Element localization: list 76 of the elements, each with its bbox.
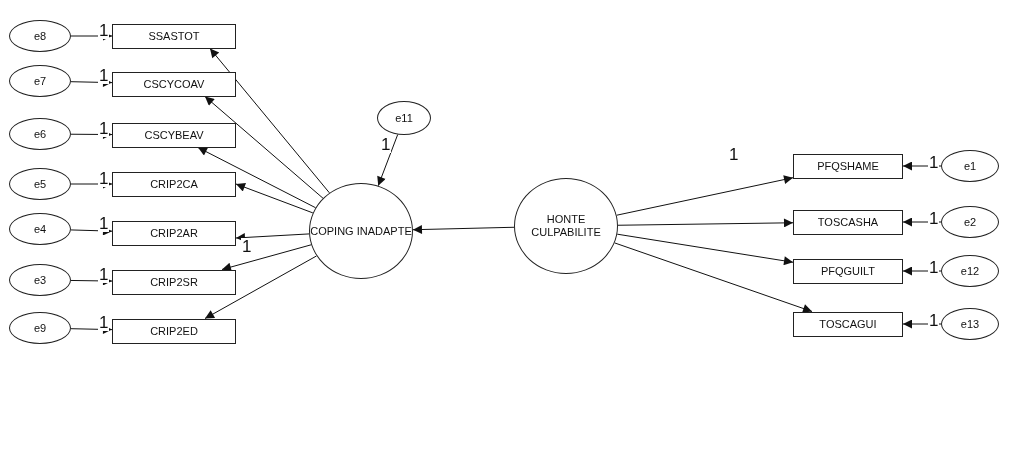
variable-box — [112, 71, 236, 97]
node-label: e9 — [33, 321, 47, 335]
variable-box — [112, 171, 236, 197]
arrow — [204, 96, 324, 199]
variable-box — [112, 318, 236, 344]
node-label: e7 — [33, 74, 47, 88]
arrow — [197, 147, 317, 209]
edge-label: 1 — [380, 136, 392, 153]
edge-label: 1 — [928, 210, 940, 227]
ellipse-node — [941, 206, 999, 238]
node-label: CSCYBEAV — [144, 128, 204, 142]
ellipse-node — [941, 150, 999, 182]
edge-label: 1 — [98, 170, 110, 187]
node-label: e4 — [33, 222, 47, 236]
ellipse-node — [377, 101, 431, 135]
ellipse-node — [9, 312, 71, 344]
node-label: PFQGUILT — [820, 264, 876, 278]
node-label: CSCYCOAV — [143, 77, 205, 91]
node-label: COPING INADAPTE — [310, 224, 412, 238]
node-label: e3 — [33, 273, 47, 287]
ellipse-node — [9, 168, 71, 200]
arrow — [204, 255, 318, 319]
node-label: e5 — [33, 177, 47, 191]
node-label: HONTE CULPABILITE — [530, 213, 602, 239]
node-label: PFQSHAME — [817, 159, 879, 173]
node-label: CRIP2CA — [150, 177, 198, 191]
arrow — [235, 233, 310, 242]
arrow — [235, 182, 314, 214]
arrow — [412, 225, 515, 234]
edge-label: 1 — [928, 259, 940, 276]
edge-label: 1 — [98, 314, 110, 331]
node-label: e12 — [960, 264, 980, 278]
edge-label: 1 — [98, 120, 110, 137]
ellipse-node — [941, 308, 999, 340]
node-label: e13 — [960, 317, 980, 331]
node-label: CRIP2SR — [150, 275, 198, 289]
ellipse-node — [9, 213, 71, 245]
node-label: CRIP2AR — [150, 226, 198, 240]
variable-box — [793, 311, 903, 337]
node-label: e6 — [33, 127, 47, 141]
arrow — [616, 175, 794, 216]
variable-box — [112, 269, 236, 295]
arrow — [221, 244, 312, 272]
variable-box — [112, 23, 236, 49]
edge-label: 1 — [98, 215, 110, 232]
ellipse-node — [9, 65, 71, 97]
edge-label: 1 — [241, 238, 253, 255]
node-label: TOSCASHA — [817, 215, 879, 229]
variable-box — [793, 209, 903, 235]
edge-label: 1 — [928, 312, 940, 329]
node-label: TOSCAGUI — [819, 317, 877, 331]
arrow — [377, 134, 399, 187]
node-label: e1 — [963, 159, 977, 173]
arrow — [617, 218, 794, 228]
edge-label: 1 — [98, 266, 110, 283]
edge-label: 1 — [728, 146, 740, 163]
arrow — [614, 242, 813, 313]
ellipse-node — [9, 264, 71, 296]
node-label: e8 — [33, 29, 47, 43]
node-label: e11 — [395, 111, 413, 125]
node-label: e2 — [963, 215, 977, 229]
node-label: CRIP2ED — [150, 324, 198, 338]
node-label: SSASTOT — [148, 29, 200, 43]
variable-box — [112, 122, 236, 148]
arrow — [209, 48, 330, 194]
variable-box — [793, 153, 903, 179]
arrow — [70, 226, 113, 236]
edge-label: 1 — [98, 22, 110, 39]
edge-label: 1 — [928, 154, 940, 171]
variable-box — [793, 258, 903, 284]
ellipse-node — [9, 20, 71, 52]
edge-label: 1 — [98, 67, 110, 84]
ellipse-node — [941, 255, 999, 287]
arrow — [616, 233, 794, 266]
variable-box — [112, 220, 236, 246]
ellipse-node — [9, 118, 71, 150]
